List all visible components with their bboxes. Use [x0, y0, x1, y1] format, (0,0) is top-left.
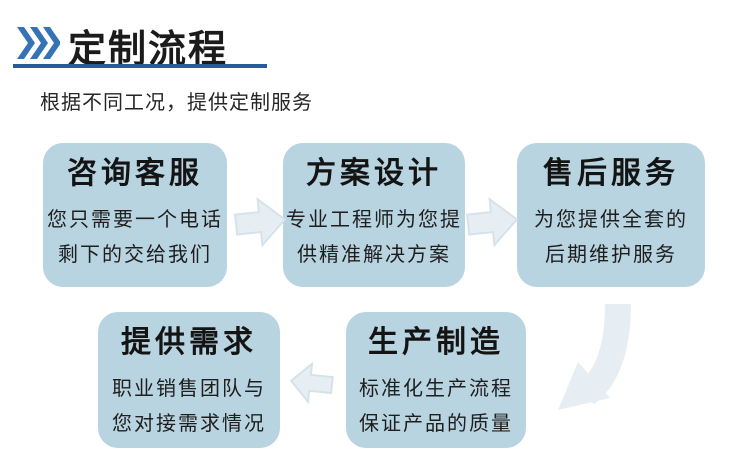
step-desc-line: 专业工程师为您提: [286, 207, 462, 231]
step-box-requirements: 提供需求 职业销售团队与 您对接需求情况: [98, 312, 280, 448]
flow-arrow-down-left-icon: [558, 303, 631, 410]
step-desc-line: 保证产品的质量: [359, 411, 513, 435]
step-title: 方案设计: [306, 157, 442, 190]
step-box-production: 生产制造 标准化生产流程 保证产品的质量: [346, 312, 526, 448]
flow-arrow-left-icon: [289, 361, 334, 405]
step-title: 咨询客服: [67, 157, 203, 190]
step-desc-line: 剩下的交给我们: [58, 242, 212, 266]
step-box-design: 方案设计 专业工程师为您提 供精准解决方案: [283, 143, 465, 287]
step-desc-line: 供精准解决方案: [297, 242, 451, 266]
step-desc-line: 您只需要一个电话: [47, 207, 223, 231]
step-desc-line: 您对接需求情况: [112, 411, 266, 435]
title-underline: [13, 64, 267, 68]
step-title: 提供需求: [121, 326, 257, 359]
section-subtitle: 根据不同工况，提供定制服务: [40, 92, 313, 114]
step-box-aftersales: 售后服务 为您提供全套的 后期维护服务: [517, 143, 705, 287]
step-title: 售后服务: [543, 157, 679, 190]
step-box-consult: 咨询客服 您只需要一个电话 剩下的交给我们: [43, 143, 227, 287]
step-desc-line: 标准化生产流程: [359, 376, 513, 400]
step-desc-line: 为您提供全套的: [534, 207, 688, 231]
step-desc-line: 职业销售团队与: [112, 376, 266, 400]
flow-arrow-right-icon: [465, 197, 519, 248]
triple-chevron-right-icon: [17, 27, 60, 59]
flow-arrow-right-icon: [233, 197, 287, 248]
step-desc-line: 后期维护服务: [545, 242, 677, 266]
step-title: 生产制造: [368, 326, 504, 359]
